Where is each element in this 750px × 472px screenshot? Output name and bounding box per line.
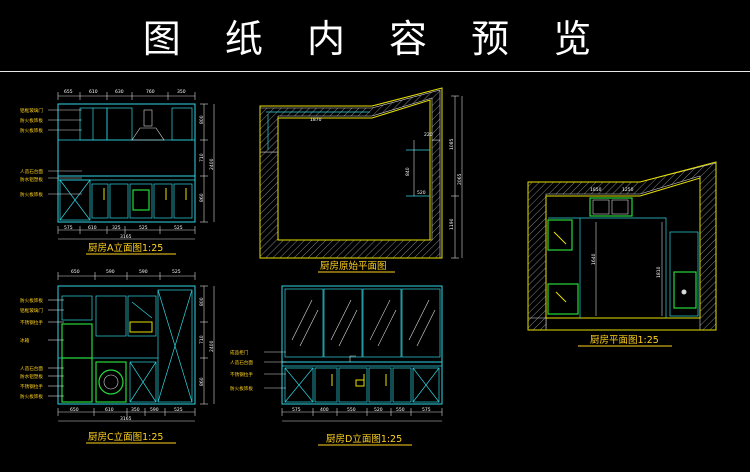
dim-a-top-1: 655 [64,89,73,95]
dim-a-side-3: 860 [199,193,205,202]
kitchen-plan: 1850 1250 1640 1810 厨房平面图1:25 [527,161,717,347]
note-c-7: 不锈钢拉手 [20,383,43,390]
dim-a-bottom-4: 525 [139,225,148,231]
note-a-5: 防水铝塑板 [20,176,43,183]
note-d-4: 防火板饰板 [230,385,253,392]
title-divider [0,71,750,72]
dim-a-total: 3165 [120,234,132,240]
note-a-2: 防火板饰板 [20,117,43,124]
note-c-1: 防火板饰板 [20,297,43,304]
note-a-6: 防火板饰板 [20,191,43,198]
dim-a-top-2: 610 [89,89,98,95]
caption-elevation-d: 厨房D立面图1:25 [326,433,402,445]
dim-c-top-4: 525 [172,269,181,275]
dim-c-bottom-2: 610 [105,407,114,413]
dim-plan0-7: 2065 [457,173,463,185]
caption-elevation-c: 厨房C立面图1:25 [88,431,163,443]
dim-a-bottom-3: 325 [112,225,121,231]
note-c-5: 人造石台面 [20,365,43,372]
dim-c-total: 3165 [120,416,132,422]
page-title: 图 纸 内 容 预 览 [142,17,608,61]
dim-plan0-2: 220 [424,132,433,138]
dim-c-side-3: 860 [199,377,205,386]
dim-c-top-3: 590 [139,269,148,275]
note-a-1: 铝框玻璃门 [20,107,43,114]
dim-c-side-total: 2400 [209,340,215,352]
dim-plan-2: 1250 [622,187,634,193]
note-a-3: 防火板饰板 [20,127,43,134]
dim-plan-4: 1810 [656,266,662,278]
elevation-a: 655 610 630 760 350 [20,89,215,255]
dim-plan-3: 1640 [591,253,597,265]
dim-plan0-5: 1190 [449,218,455,230]
dim-d-bottom-2: 400 [320,407,329,413]
dim-a-bottom-2: 610 [88,225,97,231]
dim-plan0-3: 840 [405,167,411,176]
dim-c-bottom-1: 650 [70,407,79,413]
dim-d-bottom-6: 575 [422,407,431,413]
dim-c-bottom-5: 525 [174,407,183,413]
dim-c-side-2: 710 [199,335,205,344]
caption-kitchen-plan: 厨房平面图1:25 [590,334,659,346]
dim-c-top-2: 590 [106,269,115,275]
elevation-c: 650 590 590 525 800 71 [20,269,215,444]
dim-a-side-total: 2400 [209,158,215,170]
note-c-8: 防火板饰板 [20,393,43,400]
dim-c-side-1: 800 [199,297,205,306]
note-d-1: 成品柜门 [230,349,249,356]
note-c-2: 铝框玻璃门 [20,307,43,314]
dim-plan0-1: 1870 [310,117,322,123]
dim-a-bottom-5: 525 [174,225,183,231]
dim-a-top-4: 760 [146,89,155,95]
dim-a-side-1: 800 [199,115,205,124]
dim-d-bottom-5: 550 [396,407,405,413]
dim-a-top-3: 630 [115,89,124,95]
caption-original-plan: 厨房原始平面图 [320,260,387,272]
note-a-4: 人造石台面 [20,168,43,175]
dim-plan0-6: 1085 [449,138,455,150]
dim-d-bottom-4: 520 [374,407,383,413]
note-d-3: 不锈钢拉手 [230,371,253,378]
dim-a-bottom-1: 575 [64,225,73,231]
dim-plan-1: 1850 [590,187,602,193]
dim-d-bottom-1: 575 [292,407,301,413]
dim-c-top-1: 650 [71,269,80,275]
dim-c-bottom-3: 350 [131,407,140,413]
dim-plan0-4: 520 [417,190,426,196]
note-c-3: 不锈钢拉手 [20,319,43,326]
note-c-6: 防水铝塑板 [20,373,43,380]
note-d-2: 人造石台面 [230,359,253,366]
caption-elevation-a: 厨房A立面图1:25 [88,242,163,254]
dim-c-bottom-4: 590 [150,407,159,413]
original-plan: 1870 220 840 520 1190 1085 2065 厨房原始平面图 [259,87,463,273]
dim-a-side-2: 710 [199,153,205,162]
note-c-4: 冰箱 [20,337,30,344]
dim-a-top-5: 350 [177,89,186,95]
dim-d-bottom-3: 550 [347,407,356,413]
elevation-d: 成品柜门 人造石台面 不锈钢拉手 防火板饰板 575 400 550 520 5… [230,285,443,446]
